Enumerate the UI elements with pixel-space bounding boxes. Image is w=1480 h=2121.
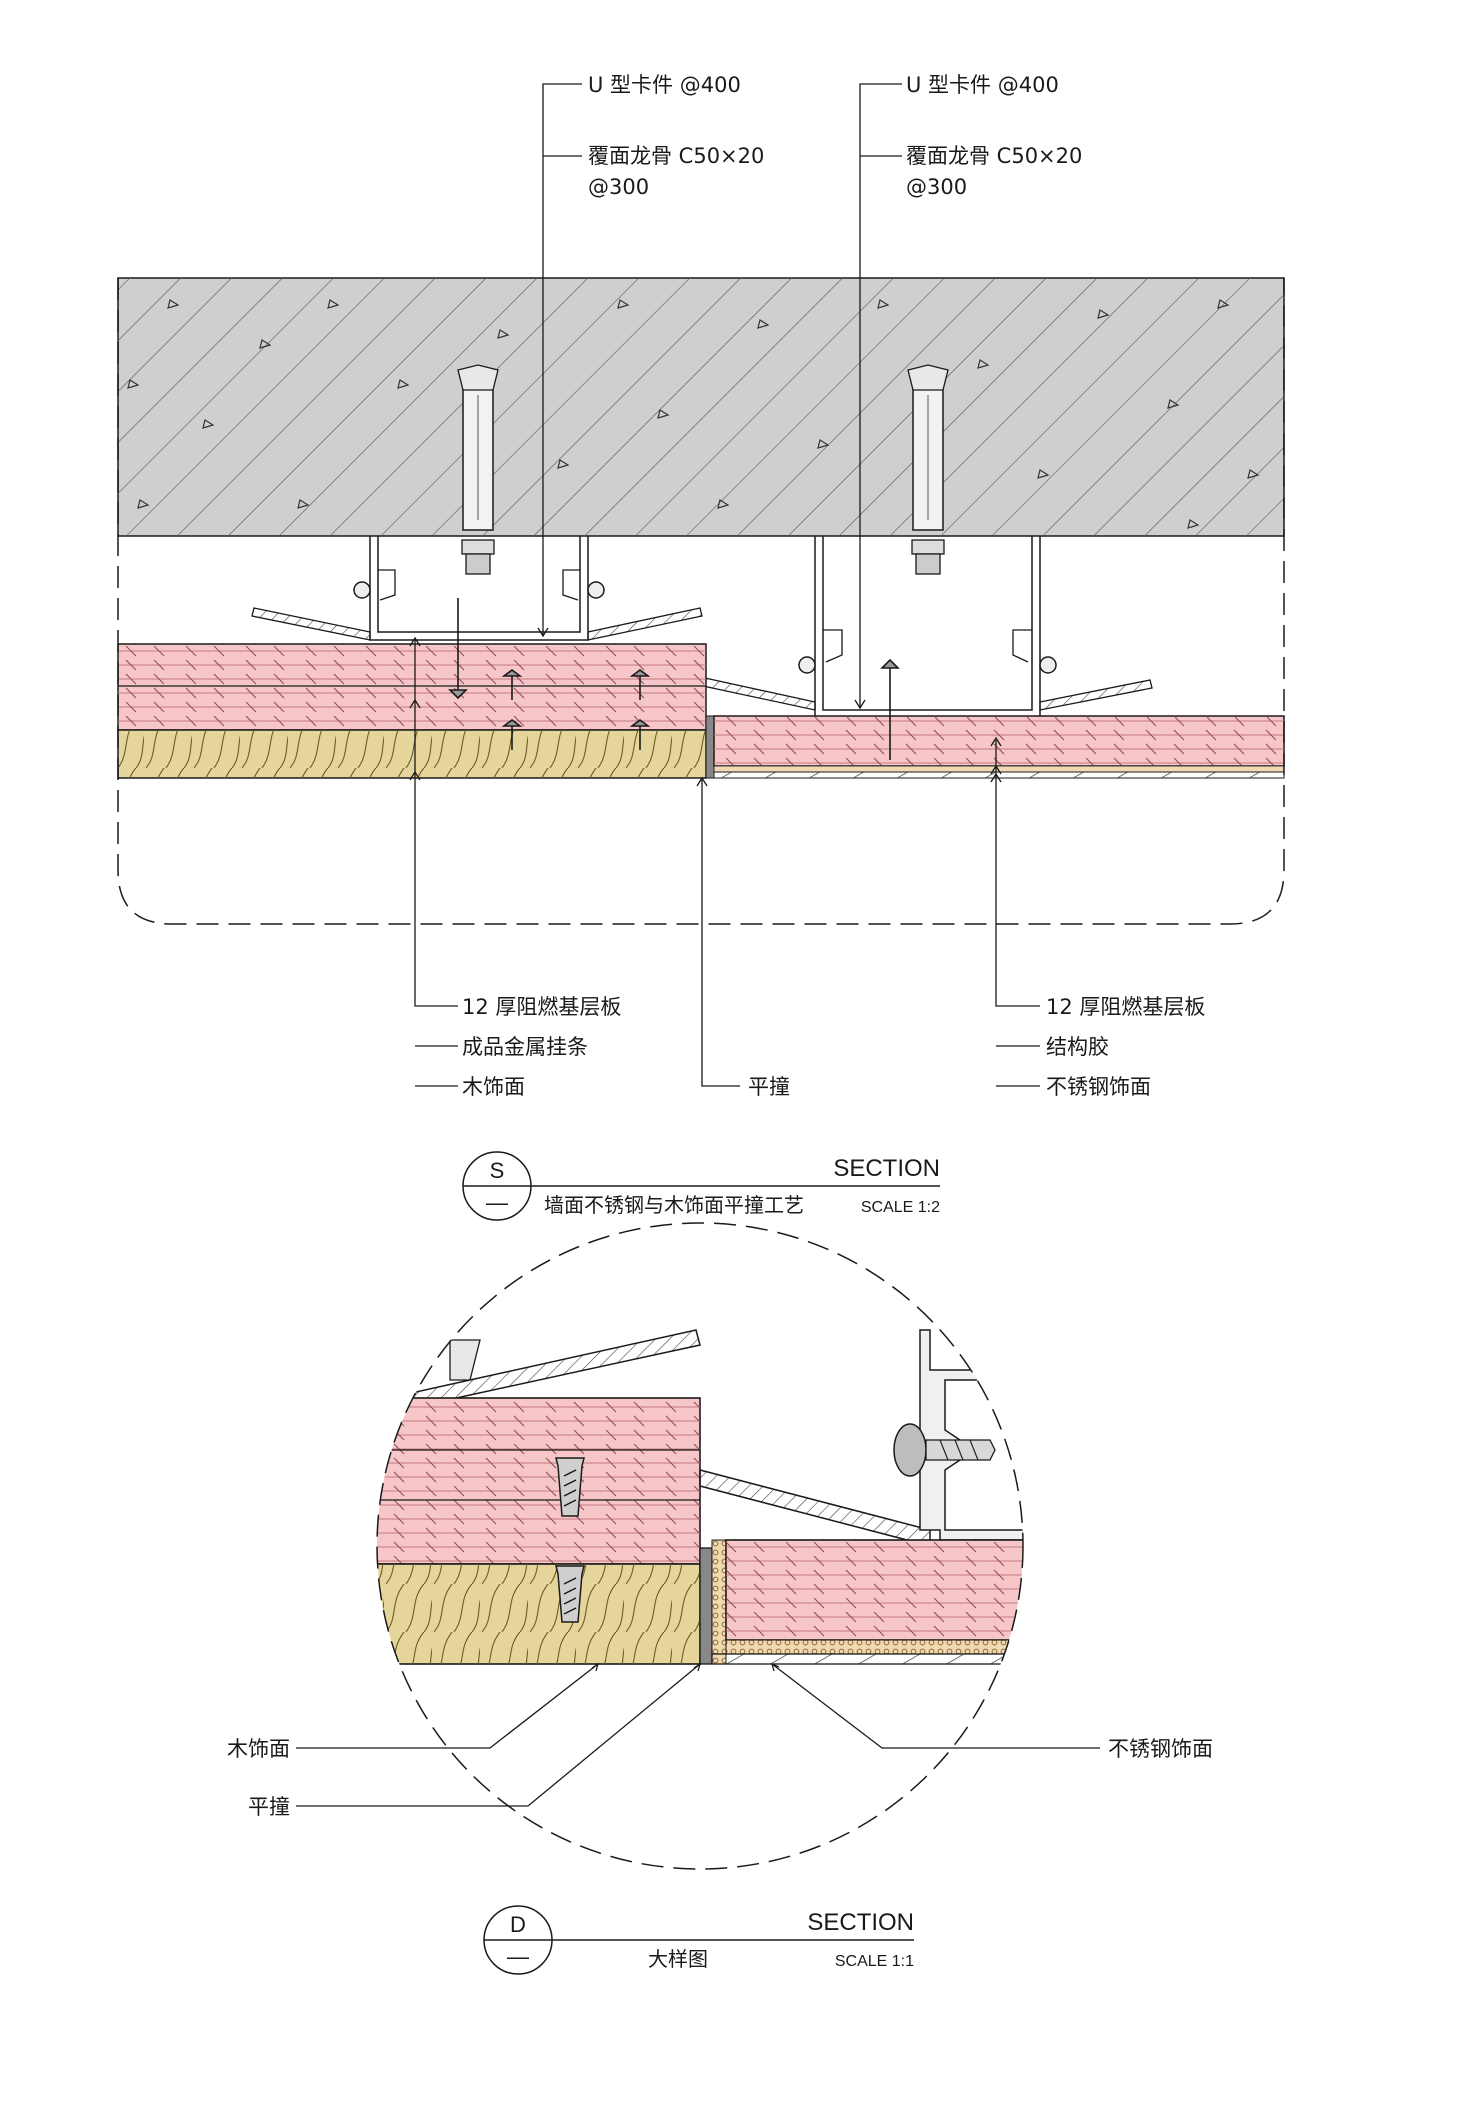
title-d-heading: SECTION [807, 1909, 914, 1936]
metal-hanging-strip-right [702, 677, 1153, 711]
callout-left-metal-strip: 成品金属挂条 [462, 1035, 588, 1059]
callout-left-wood-veneer: 木饰面 [462, 1075, 525, 1099]
detail-callout-flush-joint: 平撞 [248, 1795, 290, 1819]
title-block-d: D — SECTION 大样图 SCALE 1:1 [483, 1905, 914, 1975]
anchor-bolt-right [907, 364, 949, 575]
title-block-s: S — SECTION 墙面不锈钢与木饰面平撞工艺 SCALE 1:2 [462, 1151, 940, 1221]
detail-callout-steel-face: 不锈钢饰面 [1108, 1737, 1213, 1761]
title-s-tag-letter: S [490, 1158, 505, 1183]
title-s-heading: SECTION [833, 1155, 940, 1182]
flush-joint-strip [705, 715, 715, 779]
callout-flush-joint: 平撞 [748, 1075, 790, 1099]
title-s-subtitle: 墙面不锈钢与木饰面平撞工艺 [544, 1193, 804, 1217]
callout-right-keel: 覆面龙骨 C50×20 [906, 144, 1082, 168]
detail-screw [555, 1457, 585, 1623]
right-plywood-board [713, 715, 1285, 767]
right-stainless-steel-face [713, 771, 1285, 779]
title-s-tag-dash: — [486, 1190, 508, 1215]
title-d-scale: SCALE 1:1 [835, 1953, 914, 1970]
title-d-tag-dash: — [507, 1944, 529, 1969]
nail-left [448, 598, 651, 750]
top-leaders [537, 83, 902, 710]
title-s-scale: SCALE 1:2 [861, 1199, 940, 1216]
left-wood-veneer [117, 729, 707, 779]
callout-right-plywood: 12 厚阻燃基层板 [1046, 995, 1205, 1019]
callout-left-plywood: 12 厚阻燃基层板 [462, 995, 621, 1019]
callout-left-u-clip: U 型卡件 @400 [588, 73, 741, 97]
keel-left [353, 536, 605, 641]
callout-right-keel-spacing: @300 [906, 175, 967, 199]
callout-right-steel-face: 不锈钢饰面 [1046, 1075, 1151, 1099]
left-plywood-board [117, 643, 707, 731]
concrete-aggregate [127, 299, 1260, 529]
title-d-subtitle: 大样图 [648, 1947, 708, 1971]
detail-boundary-circle [376, 1222, 1024, 1870]
callout-left-keel: 覆面龙骨 C50×20 [588, 144, 764, 168]
metal-hanging-strip-left [251, 607, 703, 641]
callout-right-structural-glue: 结构胶 [1046, 1035, 1109, 1059]
title-d-tag-letter: D [510, 1912, 526, 1937]
nail-right [880, 658, 900, 760]
callout-left-keel-spacing: @300 [588, 175, 649, 199]
section-d-drawing [296, 1222, 1100, 1870]
anchor-bolt-left [457, 364, 499, 575]
callout-right-u-clip: U 型卡件 @400 [906, 73, 1059, 97]
section-s-boundary [117, 278, 1285, 925]
detail-callout-wood-veneer: 木饰面 [227, 1737, 290, 1761]
section-s-drawing [117, 83, 1285, 1087]
bottom-leaders [409, 636, 1040, 1087]
detail-leaders [296, 1662, 1100, 1807]
